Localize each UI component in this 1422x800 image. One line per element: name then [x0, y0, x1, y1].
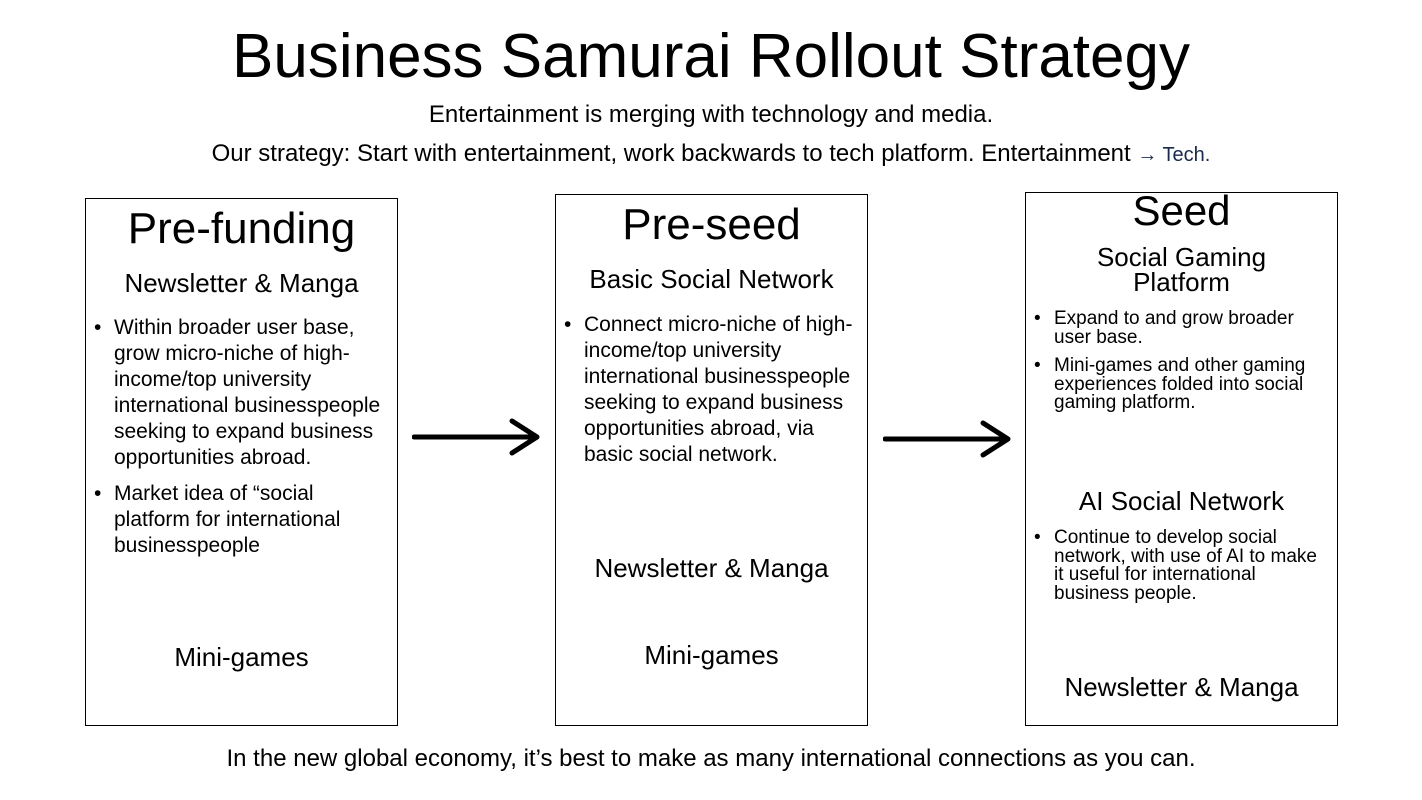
- stage-title: Pre-funding: [127, 204, 356, 253]
- stage-secondary-title: AI Social Network: [1078, 486, 1285, 516]
- stage-primary-title: Newsletter & Manga: [124, 268, 359, 298]
- subtitle: Entertainment is merging with technology…: [428, 101, 994, 128]
- bullet-item: Within broader user base, grow micro-nic…: [86, 315, 386, 471]
- bullet-item: Expand to and grow broader user base.: [1026, 309, 1330, 347]
- stage-title: Seed: [1132, 187, 1231, 234]
- stage-tertiary-title: Newsletter & Manga: [1064, 672, 1299, 702]
- bullet-item: Market idea of “social platform for inte…: [86, 481, 386, 559]
- stage-primary-title: Basic Social Network: [589, 264, 834, 294]
- arrow-right-icon: [883, 420, 1011, 458]
- stage-box-pre-seed: Pre-seed Basic Social Network Connect mi…: [555, 194, 868, 726]
- bullet-item: Connect micro-niche of high-income/top u…: [556, 312, 856, 468]
- strategy-line: Our strategy: Start with entertainment, …: [0, 139, 1422, 170]
- bullet-item: Mini-games and other gaming experiences …: [1026, 356, 1330, 413]
- stage-bullet-list: Expand to and grow broader user base. Mi…: [1026, 309, 1330, 423]
- stage-title: Pre-seed: [622, 200, 801, 249]
- slide-title: Business Samurai Rollout Strategy: [231, 22, 1190, 91]
- stage-box-seed: Seed Social Gaming Platform Expand to an…: [1025, 187, 1338, 726]
- stage-bullet-list: Connect micro-niche of high-income/top u…: [556, 312, 856, 478]
- footer-text: In the new global economy, it’s best to …: [226, 745, 1196, 772]
- strategy-text: Our strategy: Start with entertainment, …: [211, 140, 1131, 167]
- stage-secondary-title: Newsletter & Manga: [594, 553, 829, 583]
- bullet-item: Continue to develop social network, with…: [1026, 528, 1330, 603]
- stage-primary-title: Social Gaming Platform: [1096, 242, 1267, 297]
- strategy-arrow-text: → Tech.: [1137, 144, 1211, 166]
- stage-box-pre-funding: Pre-funding Newsletter & Manga Within br…: [85, 198, 398, 726]
- stage-tertiary-title: Mini-games: [644, 640, 779, 670]
- stage-secondary-title: Mini-games: [174, 642, 309, 672]
- stage-bullet-list: Within broader user base, grow micro-nic…: [86, 315, 386, 569]
- arrow-right-icon: [412, 418, 540, 456]
- stage-bullet-list: Continue to develop social network, with…: [1026, 528, 1330, 613]
